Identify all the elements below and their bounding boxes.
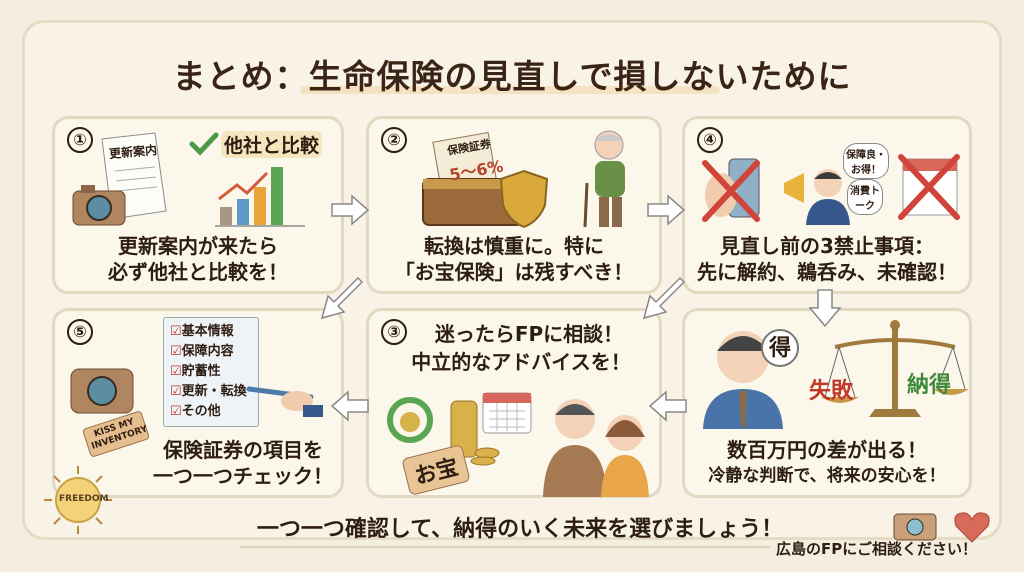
scale-label-failure: 失敗	[809, 379, 854, 404]
bottom-message: 一つ一つ確認して、納得のいく未来を選びましょう！	[256, 517, 784, 542]
step-number: ②	[381, 127, 407, 153]
compare-label: 他社と比較	[221, 131, 323, 158]
couple-illustration	[543, 399, 649, 497]
checklist-item: ☑その他	[170, 404, 221, 419]
recycle-coins-icon	[387, 397, 433, 443]
caption-line-2: 「お宝保険」は残すべき！	[394, 260, 634, 284]
panel-step-3: ③ 迷ったらFPに相談！ 中立的なアドバイスを！ お宝	[366, 308, 662, 498]
footer-consult-text: 広島のFPにご相談ください！	[776, 540, 977, 558]
caption-line-1: 転換は慎重に。特に	[424, 234, 604, 258]
shield-icon	[499, 169, 549, 229]
camera-icon	[70, 368, 134, 414]
checkbox-checked-icon: ☑	[170, 364, 182, 379]
arrow-down-4-to-result	[808, 289, 842, 328]
footer-divider	[240, 546, 770, 548]
panel-step-5: ⑤ KISS MY INVENTORY ☑基本情報 ☑保障内容 ☑貯蓄性 ☑更新…	[52, 308, 344, 498]
balance-scale-icon	[821, 320, 969, 417]
check-icon	[189, 132, 219, 156]
heart-icon	[954, 512, 990, 543]
caption-line-2: 冷静な判断で、将来の安心を！	[708, 466, 946, 486]
step-number: ④	[697, 127, 723, 153]
checklist-item: ☑更新・転換	[170, 384, 247, 399]
arrow-diagonal-4-to-3	[642, 276, 686, 320]
page-title: まとめ：生命保険の見直しで損しないために	[172, 57, 852, 96]
panel-step-4: ④ 保障良・お得！ 消費トーク 見直し前の3禁止事項： 先に解約、鵜呑み、未確認…	[682, 116, 972, 294]
caption-line-2: 先に解約、鵜呑み、未確認！	[697, 260, 957, 284]
sun-freedom-label: FREEDOM	[59, 494, 109, 504]
step-number: ⑤	[67, 319, 93, 345]
coin-stack-icon	[450, 400, 500, 466]
arrow-left-result-to-3	[648, 390, 687, 422]
elderly-man-illustration	[583, 130, 625, 228]
step-number: ①	[67, 127, 93, 153]
scale-label-satisfaction: 納得	[907, 373, 952, 398]
calendar-icon	[482, 392, 532, 434]
calendar-crossed-icon	[898, 154, 960, 220]
caption-line-1: 数百万円の差が出る！	[727, 438, 927, 462]
caption-line-1: 見直し前の3禁止事項：	[720, 234, 934, 258]
panel-step-2: ② 保険証券 5〜6% 転換は慎重に。特に 「お宝保険」は残すべき！	[366, 116, 662, 294]
caption-line-1: 保険証券の項目を	[163, 438, 323, 462]
checkbox-checked-icon: ☑	[170, 384, 182, 399]
title-highlight	[300, 86, 720, 94]
speech-bubble-sales-talk: 消費トーク	[847, 179, 883, 215]
growth-chart-icon	[215, 167, 305, 227]
checklist-card: ☑基本情報 ☑保障内容 ☑貯蓄性 ☑更新・転換 ☑その他	[163, 317, 259, 427]
arrow-right-1-to-2	[331, 194, 370, 226]
arrow-right-2-to-4	[647, 194, 686, 226]
checklist-item: ☑保障内容	[170, 344, 234, 359]
checkbox-checked-icon: ☑	[170, 324, 182, 339]
hand-with-pen-icon	[246, 386, 323, 417]
caption-line-2: 一つ一つチェック！	[153, 464, 333, 488]
step-number: ③	[381, 319, 407, 345]
salesman-megaphone-illustration	[784, 169, 850, 225]
caption-line-2: 必ず他社と比較を！	[108, 260, 288, 284]
caption-line-2: 中立的なアドバイスを！	[411, 350, 631, 374]
checklist-item: ☑基本情報	[170, 324, 234, 339]
advisor-illustration	[703, 331, 783, 429]
treasure-chest-icon	[422, 131, 524, 226]
speech-bubble-good-deal: 保障良・お得！	[843, 143, 889, 179]
speech-bubble-gain: 得	[761, 329, 799, 367]
checkbox-checked-icon: ☑	[170, 404, 182, 419]
checklist-item: ☑貯蓄性	[170, 364, 221, 379]
arrow-left-3-to-5	[330, 390, 369, 422]
stop-hand-phone-crossed-icon	[702, 158, 760, 222]
camera-icon	[72, 185, 126, 226]
inventory-tag: KISS MY INVENTORY	[81, 410, 151, 458]
camera-icon	[893, 513, 937, 541]
panel-result: 得 失敗 納得 数百万円の差が出る！ 冷静な判断で、将来の安心を！	[682, 308, 972, 498]
caption-line-1: 迷ったらFPに相談！	[434, 322, 624, 346]
sun-icon	[44, 466, 112, 534]
checkbox-checked-icon: ☑	[170, 344, 182, 359]
panel-step-1: ① 更新案内 他社と比較 更新案内が来たら 必ず他社と比較を！	[52, 116, 344, 294]
arrow-diagonal-2-to-5	[320, 276, 364, 320]
treasure-tag: お宝	[401, 444, 471, 496]
caption-line-1: 更新案内が来たら	[118, 234, 278, 258]
